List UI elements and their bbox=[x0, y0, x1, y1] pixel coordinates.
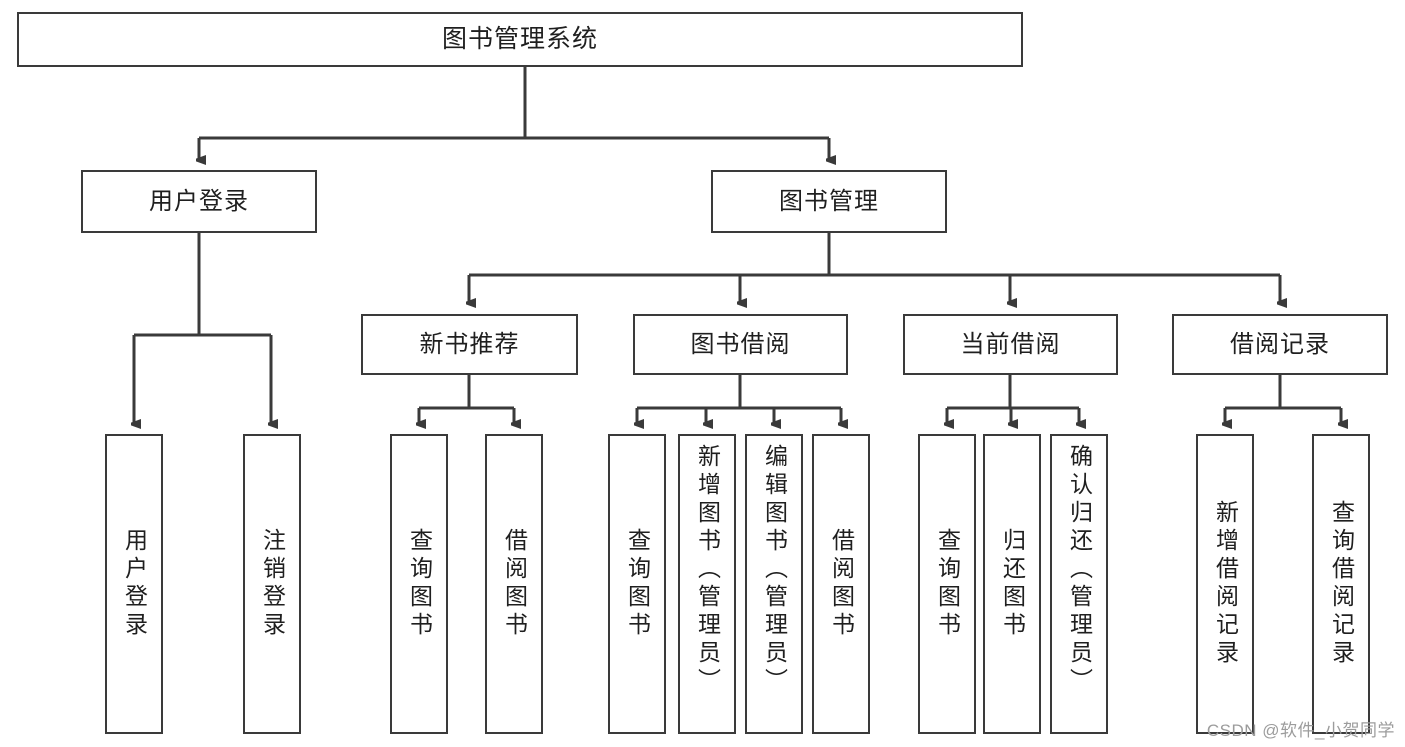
leaf-node[interactable]: 借阅图书 bbox=[485, 434, 543, 734]
leaf-node[interactable]: 用户登录 bbox=[105, 434, 163, 734]
node-borrow-record-label: 借阅记录 bbox=[1230, 330, 1330, 358]
leaf-node-label: 查询图书 bbox=[624, 528, 651, 640]
node-user-login-label: 用户登录 bbox=[149, 187, 249, 215]
leaf-node-label: 借阅图书 bbox=[828, 528, 855, 640]
leaf-node[interactable]: 新增图书（管理员） bbox=[678, 434, 736, 734]
node-book-borrow-label: 图书借阅 bbox=[690, 330, 791, 358]
leaf-node-label: 用户登录 bbox=[121, 528, 148, 640]
leaf-node-label: 查询借阅记录 bbox=[1328, 500, 1355, 668]
leaf-node-label: 注销登录 bbox=[259, 528, 286, 640]
leaf-node[interactable]: 查询图书 bbox=[918, 434, 976, 734]
node-new-book-recommend[interactable]: 新书推荐 bbox=[361, 314, 578, 375]
leaf-node-label: 查询图书 bbox=[406, 528, 433, 640]
node-root[interactable]: 图书管理系统 bbox=[17, 12, 1023, 67]
leaf-node[interactable]: 确认归还（管理员） bbox=[1050, 434, 1108, 734]
leaf-node-label: 确认归还（管理员） bbox=[1066, 444, 1093, 696]
leaf-node-label: 查询图书 bbox=[934, 528, 961, 640]
leaf-node-label: 新增图书（管理员） bbox=[694, 444, 721, 696]
node-new-book-recommend-label: 新书推荐 bbox=[419, 330, 520, 358]
node-book-management[interactable]: 图书管理 bbox=[711, 170, 947, 233]
node-current-borrow-label: 当前借阅 bbox=[960, 330, 1061, 358]
node-user-login[interactable]: 用户登录 bbox=[81, 170, 317, 233]
leaf-node[interactable]: 借阅图书 bbox=[812, 434, 870, 734]
node-borrow-record[interactable]: 借阅记录 bbox=[1172, 314, 1388, 375]
leaf-node[interactable]: 编辑图书（管理员） bbox=[745, 434, 803, 734]
leaf-node[interactable]: 归还图书 bbox=[983, 434, 1041, 734]
watermark: CSDN @软件_小贺同学 bbox=[1206, 721, 1395, 740]
leaf-node-label: 归还图书 bbox=[999, 528, 1026, 640]
node-root-label: 图书管理系统 bbox=[441, 25, 598, 54]
leaf-node[interactable]: 查询借阅记录 bbox=[1312, 434, 1370, 734]
leaf-node-label: 编辑图书（管理员） bbox=[761, 444, 788, 696]
node-book-management-label: 图书管理 bbox=[779, 187, 879, 215]
node-current-borrow[interactable]: 当前借阅 bbox=[903, 314, 1118, 375]
leaf-node-label: 新增借阅记录 bbox=[1212, 500, 1239, 668]
leaf-node[interactable]: 新增借阅记录 bbox=[1196, 434, 1254, 734]
leaf-node[interactable]: 查询图书 bbox=[390, 434, 448, 734]
leaf-node-label: 借阅图书 bbox=[501, 528, 528, 640]
node-book-borrow[interactable]: 图书借阅 bbox=[633, 314, 848, 375]
leaf-node[interactable]: 注销登录 bbox=[243, 434, 301, 734]
leaf-node[interactable]: 查询图书 bbox=[608, 434, 666, 734]
